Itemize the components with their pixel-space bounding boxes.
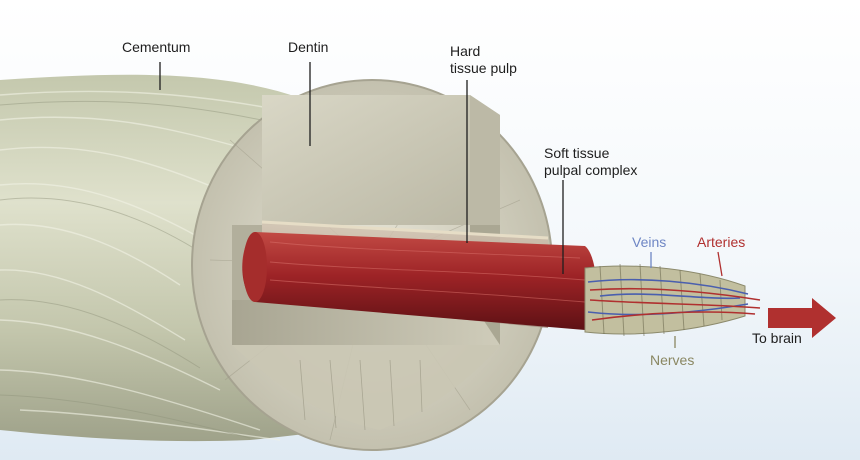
pulp-cylinder [242, 232, 597, 330]
label-to-brain: To brain [752, 330, 802, 346]
label-hard-tissue-pulp: Hard tissue pulp [450, 43, 517, 77]
label-soft-tissue-pulpal-complex: Soft tissue pulpal complex [544, 145, 637, 179]
label-soft-tissue-line2: pulpal complex [544, 162, 638, 178]
nerve-bundle [584, 265, 746, 335]
dentin-top-face [262, 95, 500, 225]
label-hard-tissue-pulp-line2: tissue pulp [450, 60, 517, 76]
label-arteries: Arteries [697, 234, 746, 250]
vessel-leaders [650, 251, 723, 348]
to-brain-arrow [768, 298, 836, 338]
label-nerves: Nerves [650, 352, 695, 368]
label-soft-tissue-line1: Soft tissue [544, 145, 610, 161]
artery-vessels [589, 287, 761, 321]
label-veins: Veins [632, 234, 667, 250]
cementum-fibers [0, 90, 291, 441]
leader-lines [159, 62, 564, 274]
label-cementum: Cementum [122, 39, 191, 55]
cementum-shadow-lines [0, 100, 281, 439]
soft-tissue-strand [584, 263, 761, 337]
label-hard-tissue-pulp-line1: Hard [450, 43, 481, 59]
label-dentin: Dentin [288, 39, 329, 55]
